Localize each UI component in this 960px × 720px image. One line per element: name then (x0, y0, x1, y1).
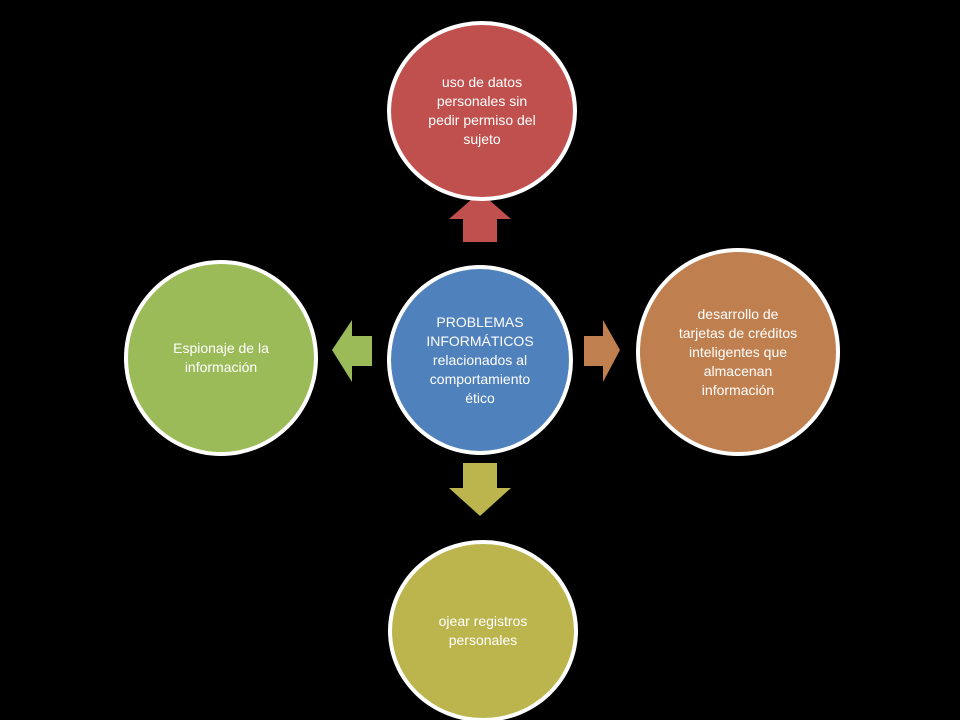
node-left-line: información (184, 359, 258, 375)
arrow-up (449, 192, 511, 242)
node-bottom-line: ojear registros (438, 613, 528, 629)
node-information-espionage: Espionaje de la información (124, 260, 318, 456)
node-right-line: inteligentes que (688, 343, 788, 360)
node-right-line: almacenan (703, 362, 773, 379)
node-center-text: PROBLEMAS INFORMÁTICOS relacionados al c… (400, 313, 559, 408)
node-personal-data-use: uso de datos personales sin pedir permis… (387, 21, 577, 201)
node-left-line: Espionaje de la (173, 340, 269, 356)
node-center-line: comportamiento (429, 370, 531, 387)
node-smart-credit-cards: desarrollo de tarjetas de créditos intel… (636, 248, 840, 456)
arrow-down (449, 463, 511, 516)
node-top-line: pedir permiso del (428, 112, 536, 128)
node-central-topic: PROBLEMAS INFORMÁTICOS relacionados al c… (387, 265, 573, 455)
node-right-text: desarrollo de tarjetas de créditos intel… (657, 305, 819, 400)
node-top-line: sujeto (463, 131, 501, 147)
node-center-line: PROBLEMAS (436, 313, 524, 330)
node-right-line: tarjetas de créditos (678, 324, 798, 341)
node-bottom-text: ojear registros personales (413, 612, 554, 650)
node-top-line: personales sin (436, 93, 528, 109)
node-bottom-line: personales (448, 632, 518, 648)
node-right-line: desarrollo de (697, 305, 779, 322)
node-browse-personal-records: ojear registros personales (388, 540, 578, 720)
node-center-line: INFORMÁTICOS (426, 332, 534, 349)
arrow-right (584, 320, 620, 382)
node-center-line: ético (465, 389, 495, 406)
node-top-text: uso de datos personales sin pedir permis… (402, 73, 561, 149)
arrow-left (332, 320, 372, 382)
node-left-text: Espionaje de la información (147, 339, 295, 377)
node-right-line: información (701, 381, 775, 398)
node-center-line: relacionados al (432, 351, 528, 368)
node-top-line: uso de datos (441, 74, 523, 90)
